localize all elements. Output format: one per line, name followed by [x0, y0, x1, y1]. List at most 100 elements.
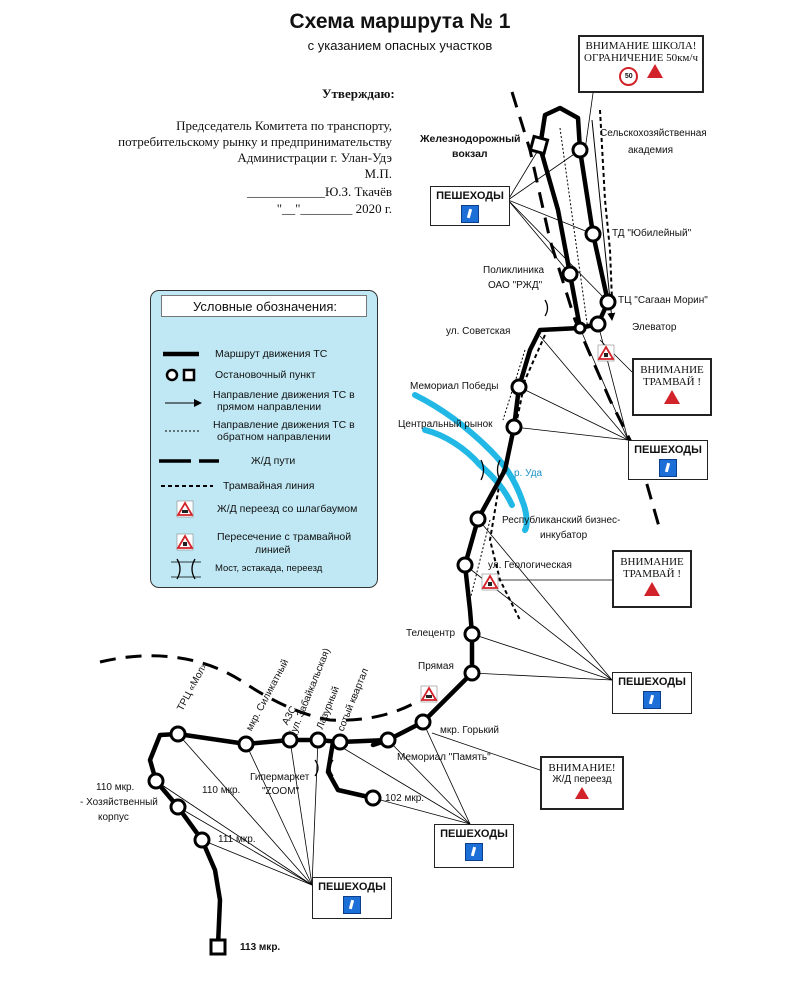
approval-line-2: потребительскому рынку и предприниматель…	[118, 134, 392, 149]
legend-title-frame	[161, 295, 367, 317]
stop-111[interactable]	[193, 831, 211, 849]
approval-line-3: Администрации г. Улан-Удэ	[237, 150, 392, 165]
stop-trc-mall[interactable]	[169, 725, 187, 743]
legend-bridge-label: Мост, эстакада, переезд	[215, 563, 323, 574]
tram-warning-1-line-2: ТРАМВАЙ !	[642, 376, 702, 388]
stop-sotyi[interactable]	[331, 733, 349, 751]
stop-pryamaya[interactable]	[463, 664, 481, 682]
school-warning-line-2: ОГРАНИЧЕНИЕ 50км/ч	[584, 52, 698, 64]
pedestrian-leader-lines	[155, 71, 633, 886]
approval-signature: ____________Ю.З. Ткачёв	[246, 184, 392, 199]
tram-warning-box-1: ВНИМАНИЕ ТРАМВАЙ !	[632, 358, 712, 416]
stop-memorial-pamyat[interactable]	[379, 731, 397, 749]
tram-warning-2-line-2: ТРАМВАЙ !	[622, 568, 682, 580]
label-tc-sagaan-morin: ТЦ "Сагаан Морин"	[618, 295, 708, 306]
tram-warning-2-icon	[644, 582, 660, 596]
legend-panel: Условные обозначения: Маршрут движения Т…	[150, 290, 378, 588]
label-102: 102 мкр.	[385, 793, 425, 804]
approval-date: "__"________ 2020 г.	[276, 201, 392, 216]
terminal-stops	[209, 134, 550, 956]
stop-silikatny[interactable]	[237, 735, 255, 753]
legend-forward-label-1: Направление движения ТС в	[213, 389, 355, 401]
stop-td-yubileyny[interactable]	[584, 225, 602, 243]
stop-110[interactable]	[169, 798, 187, 816]
tram-warning-2-line-1: ВНИМАНИЕ	[620, 556, 684, 568]
label-business-incubator-1: Республиканский бизнес-	[502, 515, 621, 526]
pedestrian-crossing-icon	[465, 843, 483, 861]
label-110-corpus-3: корпус	[98, 812, 129, 823]
pedestrians-box-5: ПЕШЕХОДЫ	[312, 877, 392, 919]
stop-geologicheskaya[interactable]	[456, 556, 474, 574]
pedestrian-crossing-icon	[461, 205, 479, 223]
legend-tram-cross-label-2: линией	[255, 544, 291, 556]
school-warning-line-1: ВНИМАНИЕ ШКОЛА!	[585, 40, 697, 52]
rail-warning-line-2: Ж/Д переезд	[552, 774, 612, 785]
label-business-incubator-2: инкубатор	[540, 530, 588, 541]
tram-warning-1-line-1: ВНИМАНИЕ	[640, 364, 704, 376]
stop-azs[interactable]	[281, 731, 299, 749]
legend-forward-label-2: прямом направлении	[217, 401, 322, 413]
approval-line-4: М.П.	[364, 166, 392, 181]
label-pryamaya: Прямая	[418, 661, 454, 672]
label-hypermarket-1: Гипермаркет	[250, 772, 310, 783]
route-branch-102	[325, 739, 376, 801]
legend-rail-label: Ж/Д пути	[251, 455, 296, 467]
rail-warning-icon	[575, 787, 589, 799]
pedestrians-box-3-label: ПЕШЕХОДЫ	[618, 676, 686, 688]
pedestrian-crossing-icon	[643, 691, 661, 709]
railway-line-west	[99, 654, 421, 722]
pedestrians-box-1: ПЕШЕХОДЫ	[430, 186, 510, 226]
label-sovetskaya: ул. Советская	[446, 326, 511, 337]
stop-polyclinic[interactable]	[561, 265, 579, 283]
stop-elevator[interactable]	[589, 315, 607, 333]
label-110-corpus-2: - Хозяйственный	[80, 797, 158, 808]
pedestrians-box-2-label: ПЕШЕХОДЫ	[634, 444, 702, 456]
stop-113[interactable]	[209, 938, 227, 956]
pedestrians-box-1-label: ПЕШЕХОДЫ	[436, 190, 504, 202]
label-elevator: Элеватор	[632, 322, 677, 333]
rail-crossing-sign	[420, 685, 438, 703]
speed-limit-icon: 50	[619, 67, 639, 86]
direction-arrows	[469, 119, 616, 601]
page-title: Схема маршрута № 1	[289, 10, 511, 33]
page-subtitle: с указанием опасных участков	[307, 38, 493, 53]
children-warning-icon	[646, 64, 663, 78]
legend-tram-label: Трамвайная линия	[223, 480, 315, 492]
label-railway-station-2: вокзал	[452, 148, 488, 160]
stop-lazurny[interactable]	[309, 731, 327, 749]
river-branch-1	[412, 392, 530, 533]
stop-sovetskaya[interactable]	[573, 321, 587, 335]
label-victory-memorial: Мемориал Победы	[410, 381, 499, 392]
label-gorky: мкр. Горький	[440, 725, 499, 736]
stop-telecenter[interactable]	[463, 625, 481, 643]
label-geologicheskaya: ул. Геологическая	[488, 560, 572, 571]
hazard-signs	[420, 344, 615, 703]
pedestrians-box-4: ПЕШЕХОДЫ	[434, 824, 514, 868]
pedestrians-box-5-label: ПЕШЕХОДЫ	[318, 881, 386, 893]
school-warning-box: ВНИМАНИЕ ШКОЛА! ОГРАНИЧЕНИЕ 50км/ч 50	[578, 35, 704, 93]
stop-business-incubator[interactable]	[469, 510, 487, 528]
tram-warning-box-2: ВНИМАНИЕ ТРАМВАЙ !	[612, 550, 692, 608]
label-113: 113 мкр.	[240, 942, 281, 953]
pedestrian-crossing-icon	[343, 896, 361, 914]
rail-warning-box: ВНИМАНИЕ! Ж/Д переезд	[540, 756, 624, 810]
pedestrians-box-2: ПЕШЕХОДЫ	[628, 440, 708, 480]
label-agri-academy-2: академия	[628, 145, 673, 156]
stop-agri-academy[interactable]	[571, 141, 589, 159]
route-stops	[147, 141, 617, 849]
pedestrians-box-4-label: ПЕШЕХОДЫ	[440, 828, 508, 840]
approval-heading: Утверждаю:	[322, 86, 395, 101]
stop-central-market[interactable]	[505, 418, 523, 436]
legend-reverse-label-1: Направление движения ТС в	[213, 419, 355, 431]
stop-victory-memorial[interactable]	[510, 378, 528, 396]
stop-102[interactable]	[364, 789, 382, 807]
stop-110-corpus[interactable]	[147, 772, 165, 790]
stop-railway-station[interactable]	[528, 134, 550, 156]
approval-line-1: Председатель Комитета по транспорту,	[176, 118, 392, 133]
river-branch-2	[422, 427, 515, 508]
uda-river	[412, 392, 530, 533]
stop-tc-sagaan-morin[interactable]	[599, 293, 617, 311]
label-central-market: Центральный рынок	[398, 419, 493, 430]
stop-gorky[interactable]	[414, 713, 432, 731]
